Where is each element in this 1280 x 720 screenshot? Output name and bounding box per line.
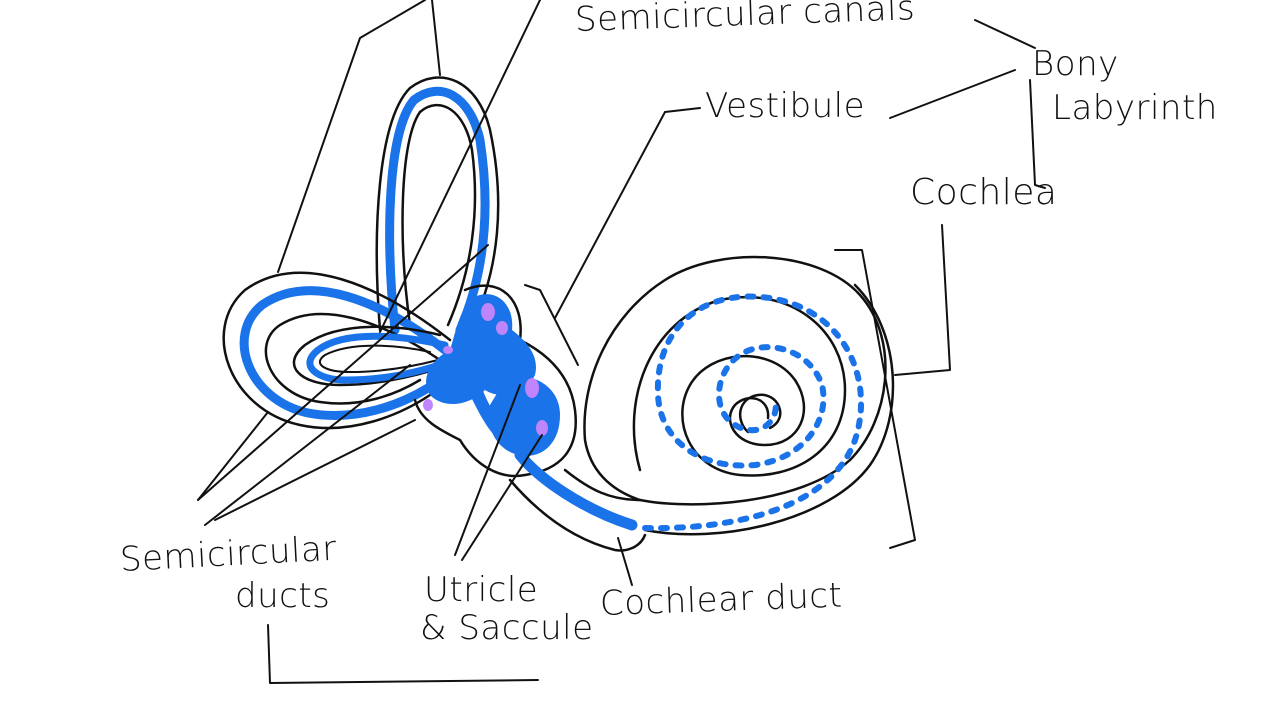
cochlea-bracket [834,249,916,549]
leader-canals-right [379,0,541,333]
macula-3 [443,346,453,354]
macula-4 [525,378,539,398]
leader-saccule [461,434,543,561]
label-labyrinth: Labyrinth [1052,88,1218,128]
horizontal-canal-inner [318,344,439,373]
leader-vestibule-to-bony [889,69,1016,119]
cochlear-duct-spiral [642,293,865,532]
label-cochlear-duct: Cochlear duct [599,575,843,624]
leader-vestibule [554,107,701,319]
cochlea-spiral-inner-1 [643,283,895,536]
lateral-canal-outer [222,271,452,430]
cochlear-base-outline-top [563,468,642,502]
leader-semiducts-3 [204,364,411,526]
label-semicircular-ducts-line2: ducts [235,576,331,616]
macula-5 [536,420,548,436]
lateral-duct [239,286,450,420]
cochlea-bracket-pointer [894,224,951,376]
bony-labyrinth-bracket [1029,79,1046,189]
horizontal-canal-outer [292,325,452,387]
cochlea-spiral-outer [583,255,887,506]
macula-6 [423,399,433,411]
cochlea-spiral-core [738,393,782,434]
label-cochlea: Cochlea [910,172,1058,213]
superior-duct [385,86,490,335]
leader-semiducts-4 [214,419,416,521]
leader-canals-mid [431,0,441,76]
leader-semiducts-1 [197,244,489,501]
vestibule-outline [413,284,577,478]
label-utricle-line1: Utricle [424,570,539,610]
label-bony: Bony [1032,44,1119,84]
cochlea-spiral-inner-2 [632,295,847,477]
macula-1 [481,303,495,321]
leader-cochlear-duct [617,537,633,586]
label-utricle-line2: & Saccule [420,608,594,648]
cochlear-duct-base [514,449,638,531]
vestibular-connector [470,388,515,445]
leader-utricle [454,384,521,556]
cochlear-base-outline-bottom [508,478,647,552]
horizontal-duct [306,332,452,384]
lateral-canal-inner [264,312,442,405]
utricle [426,294,536,405]
superior-canal-inner [401,103,477,327]
superior-canal-outer [375,76,500,332]
membranous-bracket [267,624,539,684]
leader-semiducts-2 [197,411,269,501]
label-vestibule: Vestibule [705,86,866,126]
leader-canals-to-bony [974,19,1036,49]
macula-2 [496,321,508,335]
leader-canals-left [277,0,426,273]
vestibule-bracket [524,284,579,366]
